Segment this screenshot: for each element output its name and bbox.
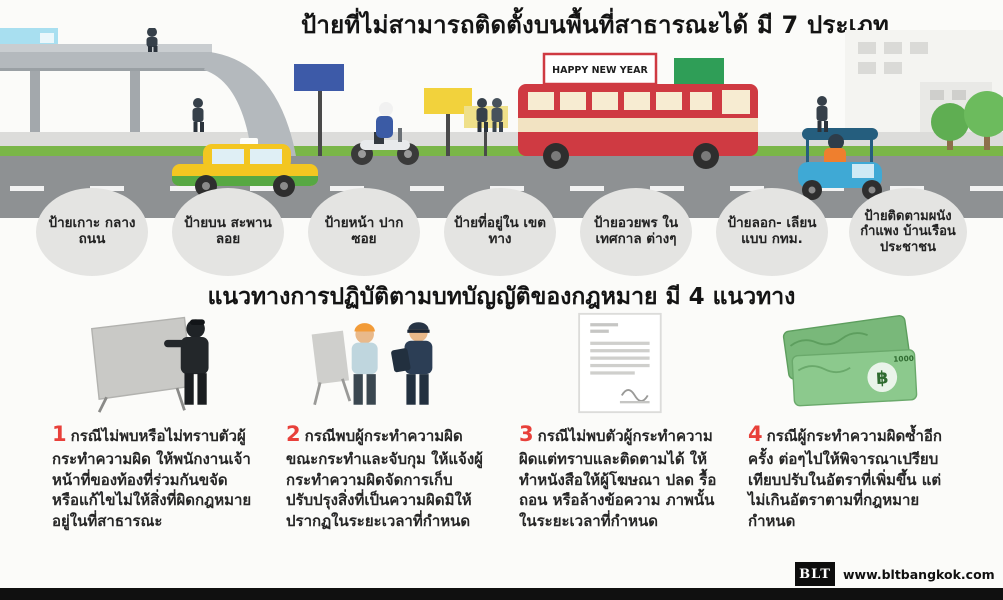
guideline-text: กรณีไม่พบหรือไม่ทราบตัวผู้กระทำความผิด ใ… (52, 427, 252, 531)
blue-sign (294, 64, 344, 91)
website-url: www.bltbangkok.com (843, 566, 995, 582)
trees (931, 91, 1003, 150)
sign-type-label: ป้ายหน้า ปากซอย (324, 215, 404, 247)
signs-section-title: ป้ายที่ไม่สามารถติดตั้งบนพื้นที่สาธารณะไ… (300, 11, 890, 39)
guideline-number: 2 (286, 422, 301, 446)
guideline-text: กรณีผู้กระทำความผิดซ้ำอีกครั้ง ต่อๆไปให้… (748, 427, 942, 531)
baht-symbol: ฿ (876, 368, 889, 389)
official-letter-illustration (519, 312, 719, 414)
sign-type-label: ป้ายบน สะพานลอย (184, 215, 272, 247)
motorcycle (351, 102, 419, 165)
guideline-number: 1 (52, 422, 67, 446)
guideline-number: 4 (748, 422, 763, 446)
street-scene-illustration: HAPPY NEW YEAR (0, 28, 1003, 218)
guidelines-section-title: แนวทางการปฏิบัติตามบทบัญญัติของกฎหมาย มี… (207, 284, 796, 310)
buildings (845, 30, 1003, 134)
green-sign (674, 58, 724, 88)
blt-logo: BLT (795, 562, 835, 586)
bottom-bar (0, 588, 1003, 600)
guideline-text: กรณีพบผู้กระทำความผิดขณะกระทำและจับกุม ใ… (286, 427, 483, 531)
fine-banknotes-illustration: ฿ 1000 (748, 312, 948, 414)
grass-strip (0, 146, 1003, 156)
pedestrians (192, 96, 828, 132)
sign-type-label: ป้ายที่อยู่ใน เขตทาง (453, 215, 547, 247)
sign-type-label: ป้ายเกาะ กลางถนน (48, 215, 136, 247)
banknote-denomination: 1000 (893, 354, 914, 364)
sign-type-label: ป้ายอวยพร ในเทศกาล ต่างๆ (593, 215, 679, 247)
guideline-text: กรณีไม่พบตัวผู้กระทำความผิดแต่ทราบและติด… (519, 427, 717, 531)
sign-removal-illustration (52, 312, 252, 414)
bus-roof-sign-text: HAPPY NEW YEAR (552, 65, 648, 76)
overpass-bridge (0, 28, 296, 156)
sign-type-label: ป้ายลอก- เลียนแบบ กทม. (727, 215, 817, 247)
guideline-number: 3 (519, 422, 534, 446)
arrest-illustration (286, 312, 486, 414)
footer: BLT www.bltbangkok.com (795, 562, 995, 586)
bus: HAPPY NEW YEAR (518, 52, 758, 169)
